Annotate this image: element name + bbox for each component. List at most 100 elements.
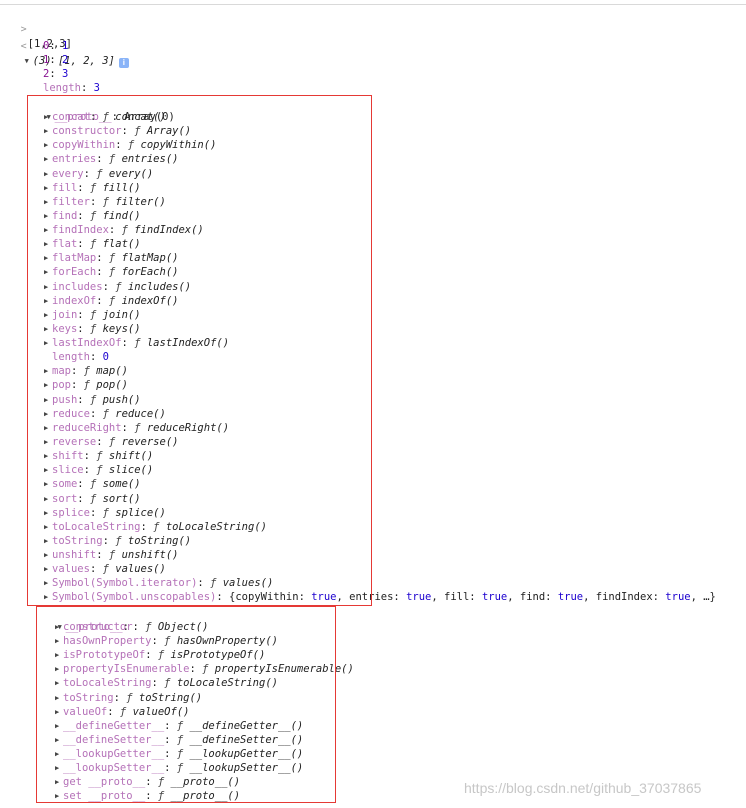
proto-property-row[interactable]: ▶slice: ƒ slice() [44,464,154,477]
expand-triangle-icon[interactable]: ▶ [44,508,49,517]
proto-property-row[interactable]: ▶hasOwnProperty: ƒ hasOwnProperty() [55,635,278,648]
proto-property-row[interactable]: ▶filter: ƒ filter() [44,195,166,208]
proto-property-row[interactable]: ▶reduceRight: ƒ reduceRight() [44,421,230,434]
expand-triangle-icon[interactable]: ▶ [55,778,60,787]
proto-property-row[interactable]: ▶some: ƒ some() [44,478,141,491]
array-proto-header[interactable]: ▼__proto__: Array(0) [46,111,175,123]
proto-property-row[interactable]: ▶values: ƒ values() [44,563,166,576]
proto-property-row[interactable]: ▶toString: ƒ toString() [55,691,203,704]
proto-property-row[interactable]: ▶get __proto__: ƒ __proto__() [55,776,241,789]
expand-triangle-icon[interactable]: ▶ [44,339,49,348]
expand-triangle-icon[interactable]: ▶ [55,637,60,646]
expand-triangle-icon[interactable]: ▶ [55,693,60,702]
expand-triangle-icon[interactable]: ▶ [55,679,60,688]
proto-property-row[interactable]: ▶sort: ƒ sort() [44,492,141,505]
expand-triangle-icon[interactable]: ▶ [44,113,49,121]
expand-triangle-icon[interactable]: ▶ [44,522,49,531]
proto-property-row[interactable]: ▶Symbol(Symbol.iterator): ƒ values() [44,577,274,590]
expand-triangle-icon[interactable]: ▶ [44,211,49,220]
expand-triangle-icon[interactable]: ▶ [44,254,49,263]
proto-property-row[interactable]: ▶includes: ƒ includes() [44,280,192,293]
proto-property-row[interactable]: ▶toLocaleString: ƒ toLocaleString() [44,520,267,533]
expand-triangle-icon[interactable]: ▶ [44,536,49,545]
expand-triangle-icon[interactable]: ▶ [44,197,49,206]
expand-triangle-icon[interactable]: ▶ [44,141,49,150]
expand-triangle-icon[interactable]: ▶ [44,310,49,319]
proto-property-row[interactable]: ▶set __proto__: ƒ __proto__() [55,790,241,803]
expanded-triangle-icon[interactable]: ▼ [57,623,62,631]
expand-triangle-icon[interactable]: ▶ [44,452,49,461]
expand-triangle-icon[interactable]: ▶ [44,381,49,390]
proto-property-row[interactable]: ▶find: ƒ find() [44,209,141,222]
proto-property-row[interactable]: ▶constructor: ƒ Object() [55,621,209,633]
expand-triangle-icon[interactable]: ▶ [44,367,49,376]
proto-property-row[interactable]: ▶fill: ƒ fill() [44,181,141,194]
proto-property-row[interactable]: ▶__lookupSetter__: ƒ __lookupSetter__() [55,762,304,774]
expanded-triangle-icon[interactable]: ▼ [24,57,29,65]
console-result-line[interactable]: < ▼(3) [1, 2, 3]i [8,25,129,68]
proto-property-row[interactable]: ▶findIndex: ƒ findIndex() [44,224,204,237]
proto-property-row[interactable]: ▶concat: ƒ concat() [44,111,166,123]
proto-property-row[interactable]: ▶isPrototypeOf: ƒ isPrototypeOf() [55,649,266,662]
proto-property-row[interactable]: ▶indexOf: ƒ indexOf() [44,294,179,307]
expand-triangle-icon[interactable]: ▶ [44,296,49,305]
proto-property-row[interactable]: ▶__lookupGetter__: ƒ __lookupGetter__() [55,747,304,760]
expand-triangle-icon[interactable]: ▶ [44,127,49,136]
expand-triangle-icon[interactable]: ▶ [44,282,49,291]
proto-property-row[interactable]: ▶pop: ƒ pop() [44,379,128,392]
proto-property-row[interactable]: ▶length: 0 [52,351,109,364]
proto-property-row[interactable]: ▶shift: ƒ shift() [44,450,154,463]
expand-triangle-icon[interactable]: ▶ [44,551,49,560]
proto-property-row[interactable]: ▶keys: ƒ keys() [44,322,141,335]
expand-triangle-icon[interactable]: ▶ [44,593,49,602]
proto-property-row[interactable]: ▶every: ƒ every() [44,167,154,180]
expand-triangle-icon[interactable]: ▶ [44,423,49,432]
expand-triangle-icon[interactable]: ▶ [44,466,49,475]
info-icon[interactable]: i [118,58,129,68]
proto-property-row[interactable]: ▶reduce: ƒ reduce() [44,407,166,420]
expand-triangle-icon[interactable]: ▶ [44,268,49,277]
proto-property-row[interactable]: ▶splice: ƒ splice() [44,506,166,519]
expand-triangle-icon[interactable]: ▶ [44,565,49,574]
proto-property-row[interactable]: ▶__defineSetter__: ƒ __defineSetter__() [55,733,304,746]
proto-property-row[interactable]: ▶map: ƒ map() [44,365,128,378]
proto-property-row[interactable]: ▶propertyIsEnumerable: ƒ propertyIsEnume… [55,663,354,676]
proto-property-row[interactable]: ▶entries: ƒ entries() [44,153,179,166]
expand-triangle-icon[interactable]: ▶ [44,480,49,489]
object-proto-header[interactable]: ▼__proto__: [57,621,129,633]
proto-property-row[interactable]: ▶constructor: ƒ Array() [44,125,192,138]
expand-triangle-icon[interactable]: ▶ [55,651,60,660]
proto-property-row[interactable]: ▶lastIndexOf: ƒ lastIndexOf() [44,337,230,350]
expand-triangle-icon[interactable]: ▶ [44,324,49,333]
proto-property-row[interactable]: ▶reverse: ƒ reverse() [44,435,179,448]
proto-property-row[interactable]: ▶toString: ƒ toString() [44,534,192,547]
expand-triangle-icon[interactable]: ▶ [55,665,60,674]
expand-triangle-icon[interactable]: ▶ [44,579,49,588]
proto-property-row[interactable]: ▶__defineGetter__: ƒ __defineGetter__() [55,719,304,732]
expand-triangle-icon[interactable]: ▶ [55,623,60,631]
console-input-line[interactable]: > [1,2,3] [8,8,72,50]
proto-property-row[interactable]: ▶toLocaleString: ƒ toLocaleString() [55,677,278,690]
expand-triangle-icon[interactable]: ▶ [44,240,49,249]
proto-property-row[interactable]: ▶join: ƒ join() [44,308,141,321]
expanded-triangle-icon[interactable]: ▼ [46,113,51,121]
expand-triangle-icon[interactable]: ▶ [55,764,60,772]
expand-triangle-icon[interactable]: ▶ [44,169,49,178]
expand-triangle-icon[interactable]: ▶ [55,735,60,744]
proto-property-row[interactable]: ▶flat: ƒ flat() [44,238,141,251]
expand-triangle-icon[interactable]: ▶ [44,409,49,418]
expand-triangle-icon[interactable]: ▶ [55,721,60,730]
expand-triangle-icon[interactable]: ▶ [44,395,49,404]
expand-triangle-icon[interactable]: ▶ [44,155,49,164]
proto-property-row[interactable]: ▶valueOf: ƒ valueOf() [55,705,190,718]
proto-property-row[interactable]: ▶unshift: ƒ unshift() [44,549,179,562]
expand-triangle-icon[interactable]: ▶ [44,437,49,446]
proto-property-row[interactable]: ▶forEach: ƒ forEach() [44,266,179,279]
expand-triangle-icon[interactable]: ▶ [55,749,60,758]
expand-triangle-icon[interactable]: ▶ [44,226,49,235]
proto-property-row[interactable]: ▶push: ƒ push() [44,393,141,406]
expand-triangle-icon[interactable]: ▶ [55,707,60,716]
expand-triangle-icon[interactable]: ▶ [55,792,60,801]
proto-property-row[interactable]: ▶flatMap: ƒ flatMap() [44,252,179,265]
proto-property-row[interactable]: ▶Symbol(Symbol.unscopables): {copyWithin… [44,591,716,604]
